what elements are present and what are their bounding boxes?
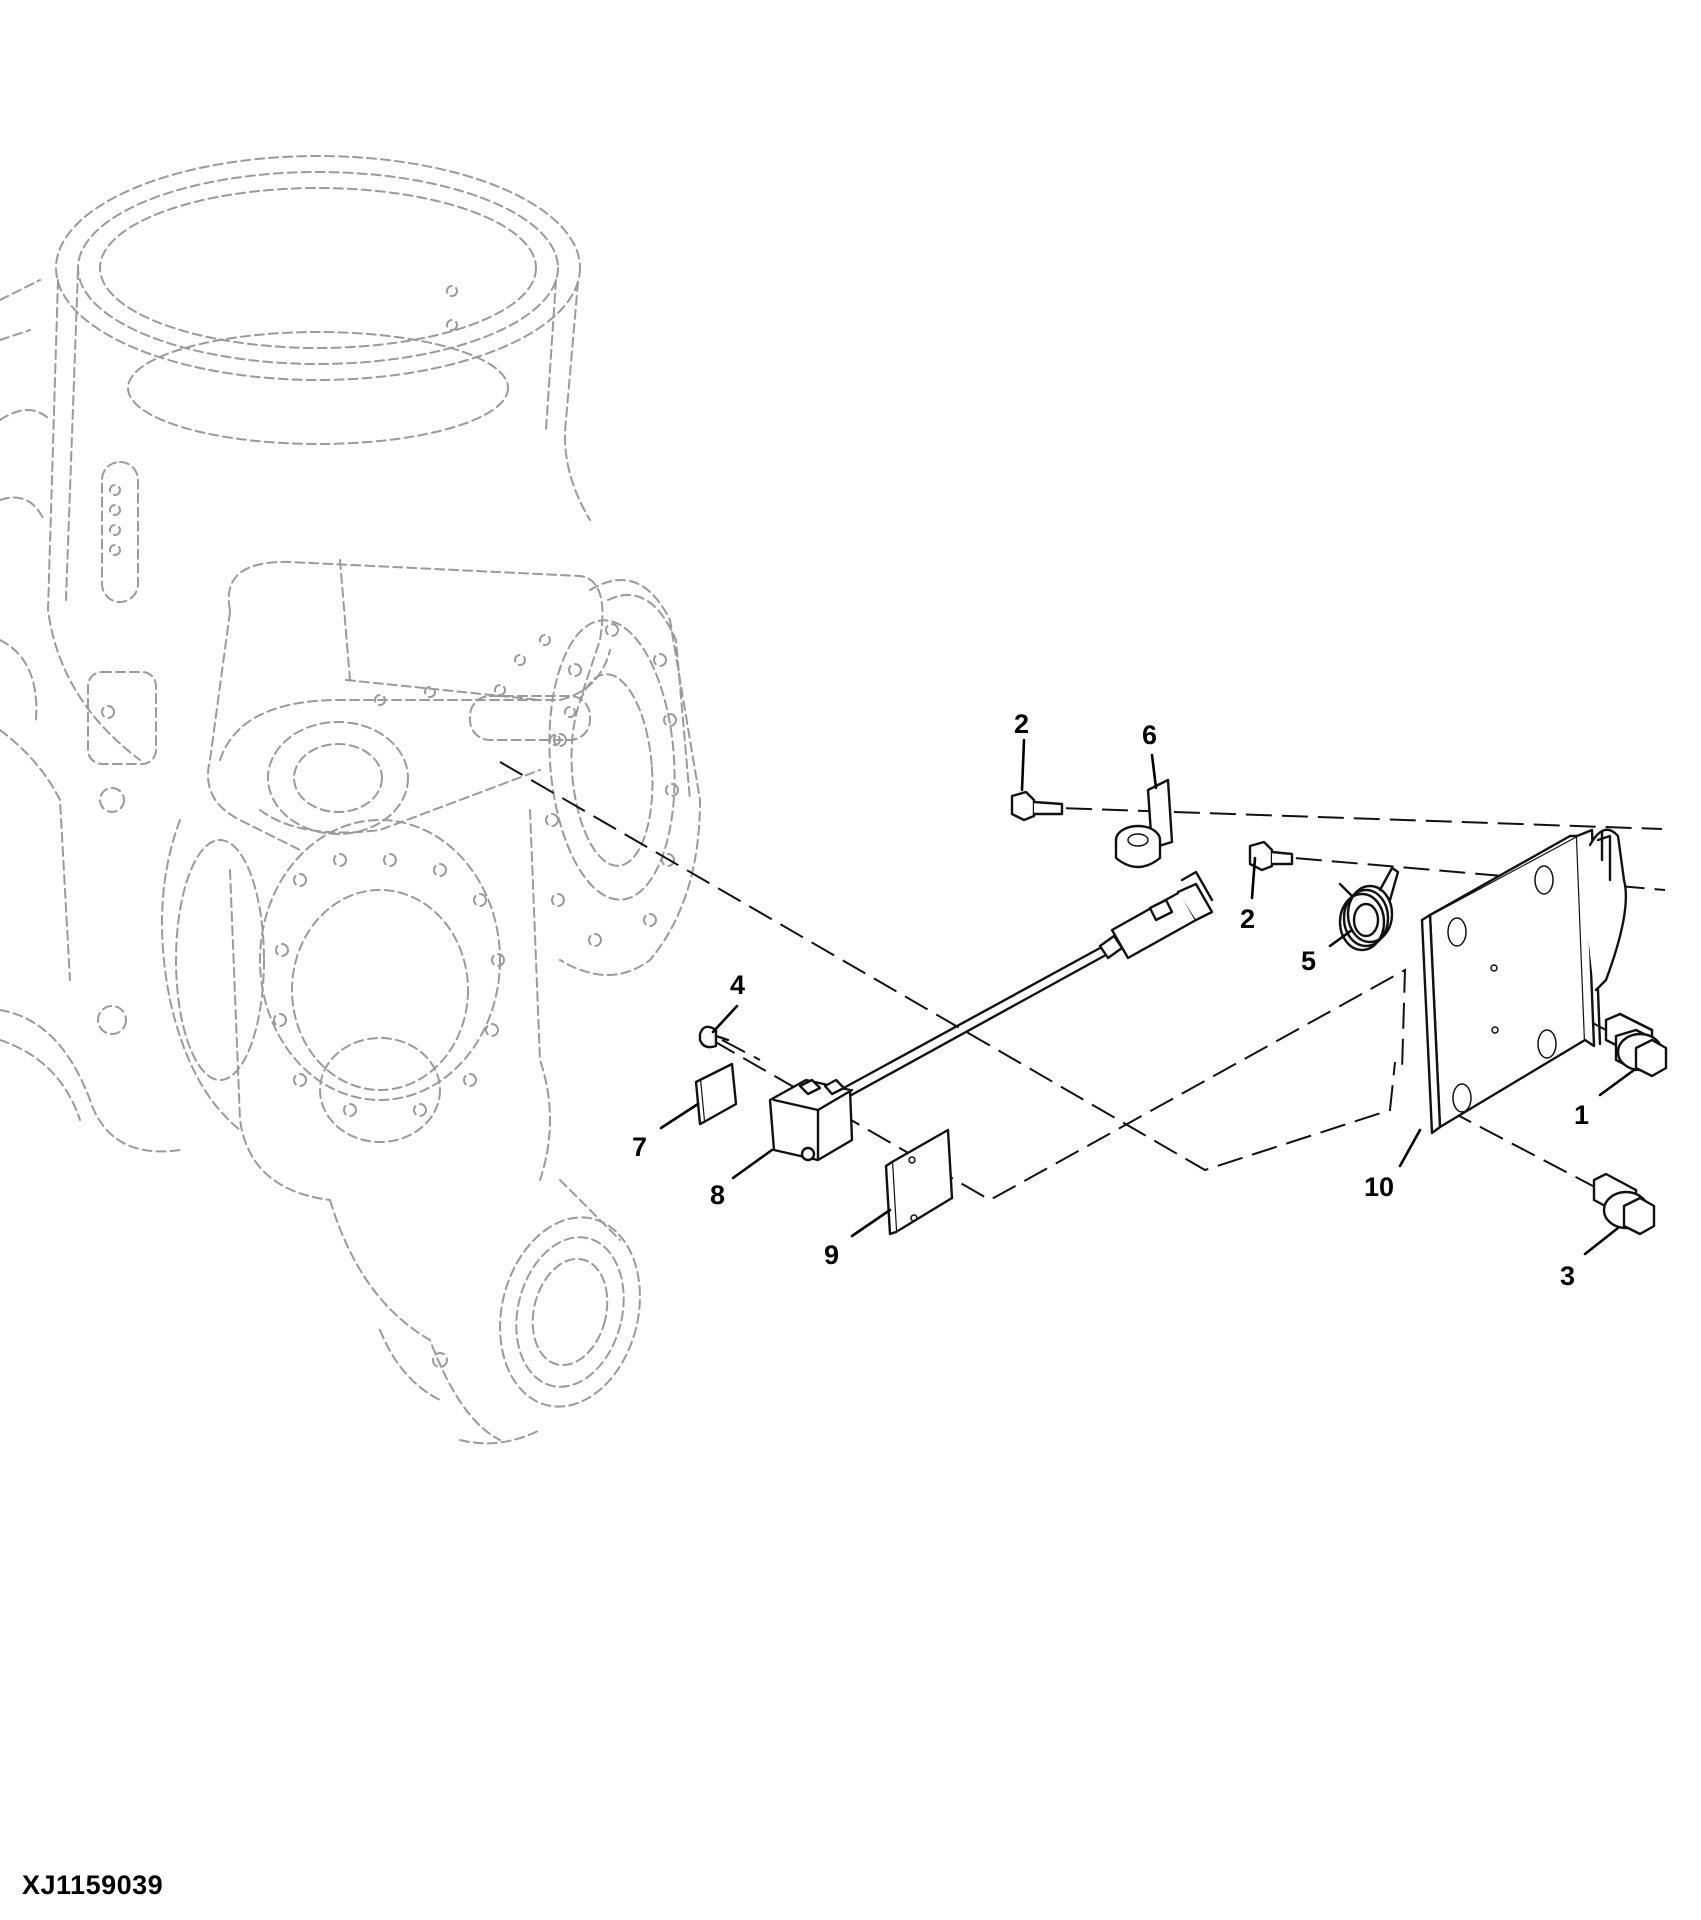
axle-housing-ghost	[0, 155, 701, 1445]
callout-5: 5	[1301, 946, 1316, 976]
leader-lines	[659, 738, 1636, 1256]
callout-8: 8	[710, 1180, 725, 1210]
sensor-switch-icon	[768, 1078, 854, 1162]
cap-screw-icon	[1010, 790, 1064, 822]
cap-screw-icon	[1248, 840, 1294, 872]
callout-labels: 2 6 2 5 4 7 8 9 1 10 3	[632, 709, 1589, 1291]
callout-10: 10	[1364, 1172, 1394, 1202]
callout-9: 9	[824, 1240, 839, 1270]
callout-1: 1	[1574, 1100, 1589, 1130]
flange-bolt-icon	[1592, 1172, 1656, 1236]
callout-3: 3	[1560, 1261, 1575, 1291]
torsion-spring-icon	[1338, 866, 1400, 952]
callout-2a: 2	[1014, 709, 1029, 739]
figure-id-label: XJ1159039	[22, 1870, 164, 1900]
mounting-bracket-icon	[1420, 828, 1628, 1135]
callout-7: 7	[632, 1132, 647, 1162]
sensor-cable	[838, 870, 1214, 1100]
cover-plate-icon	[884, 1128, 954, 1236]
callout-4: 4	[730, 970, 745, 1000]
bushing-clip-icon	[1114, 778, 1174, 869]
callout-6: 6	[1142, 720, 1157, 750]
flange-bolt-icon	[1604, 1012, 1668, 1078]
callout-2b: 2	[1240, 904, 1255, 934]
shim-plate-icon	[694, 1062, 738, 1126]
